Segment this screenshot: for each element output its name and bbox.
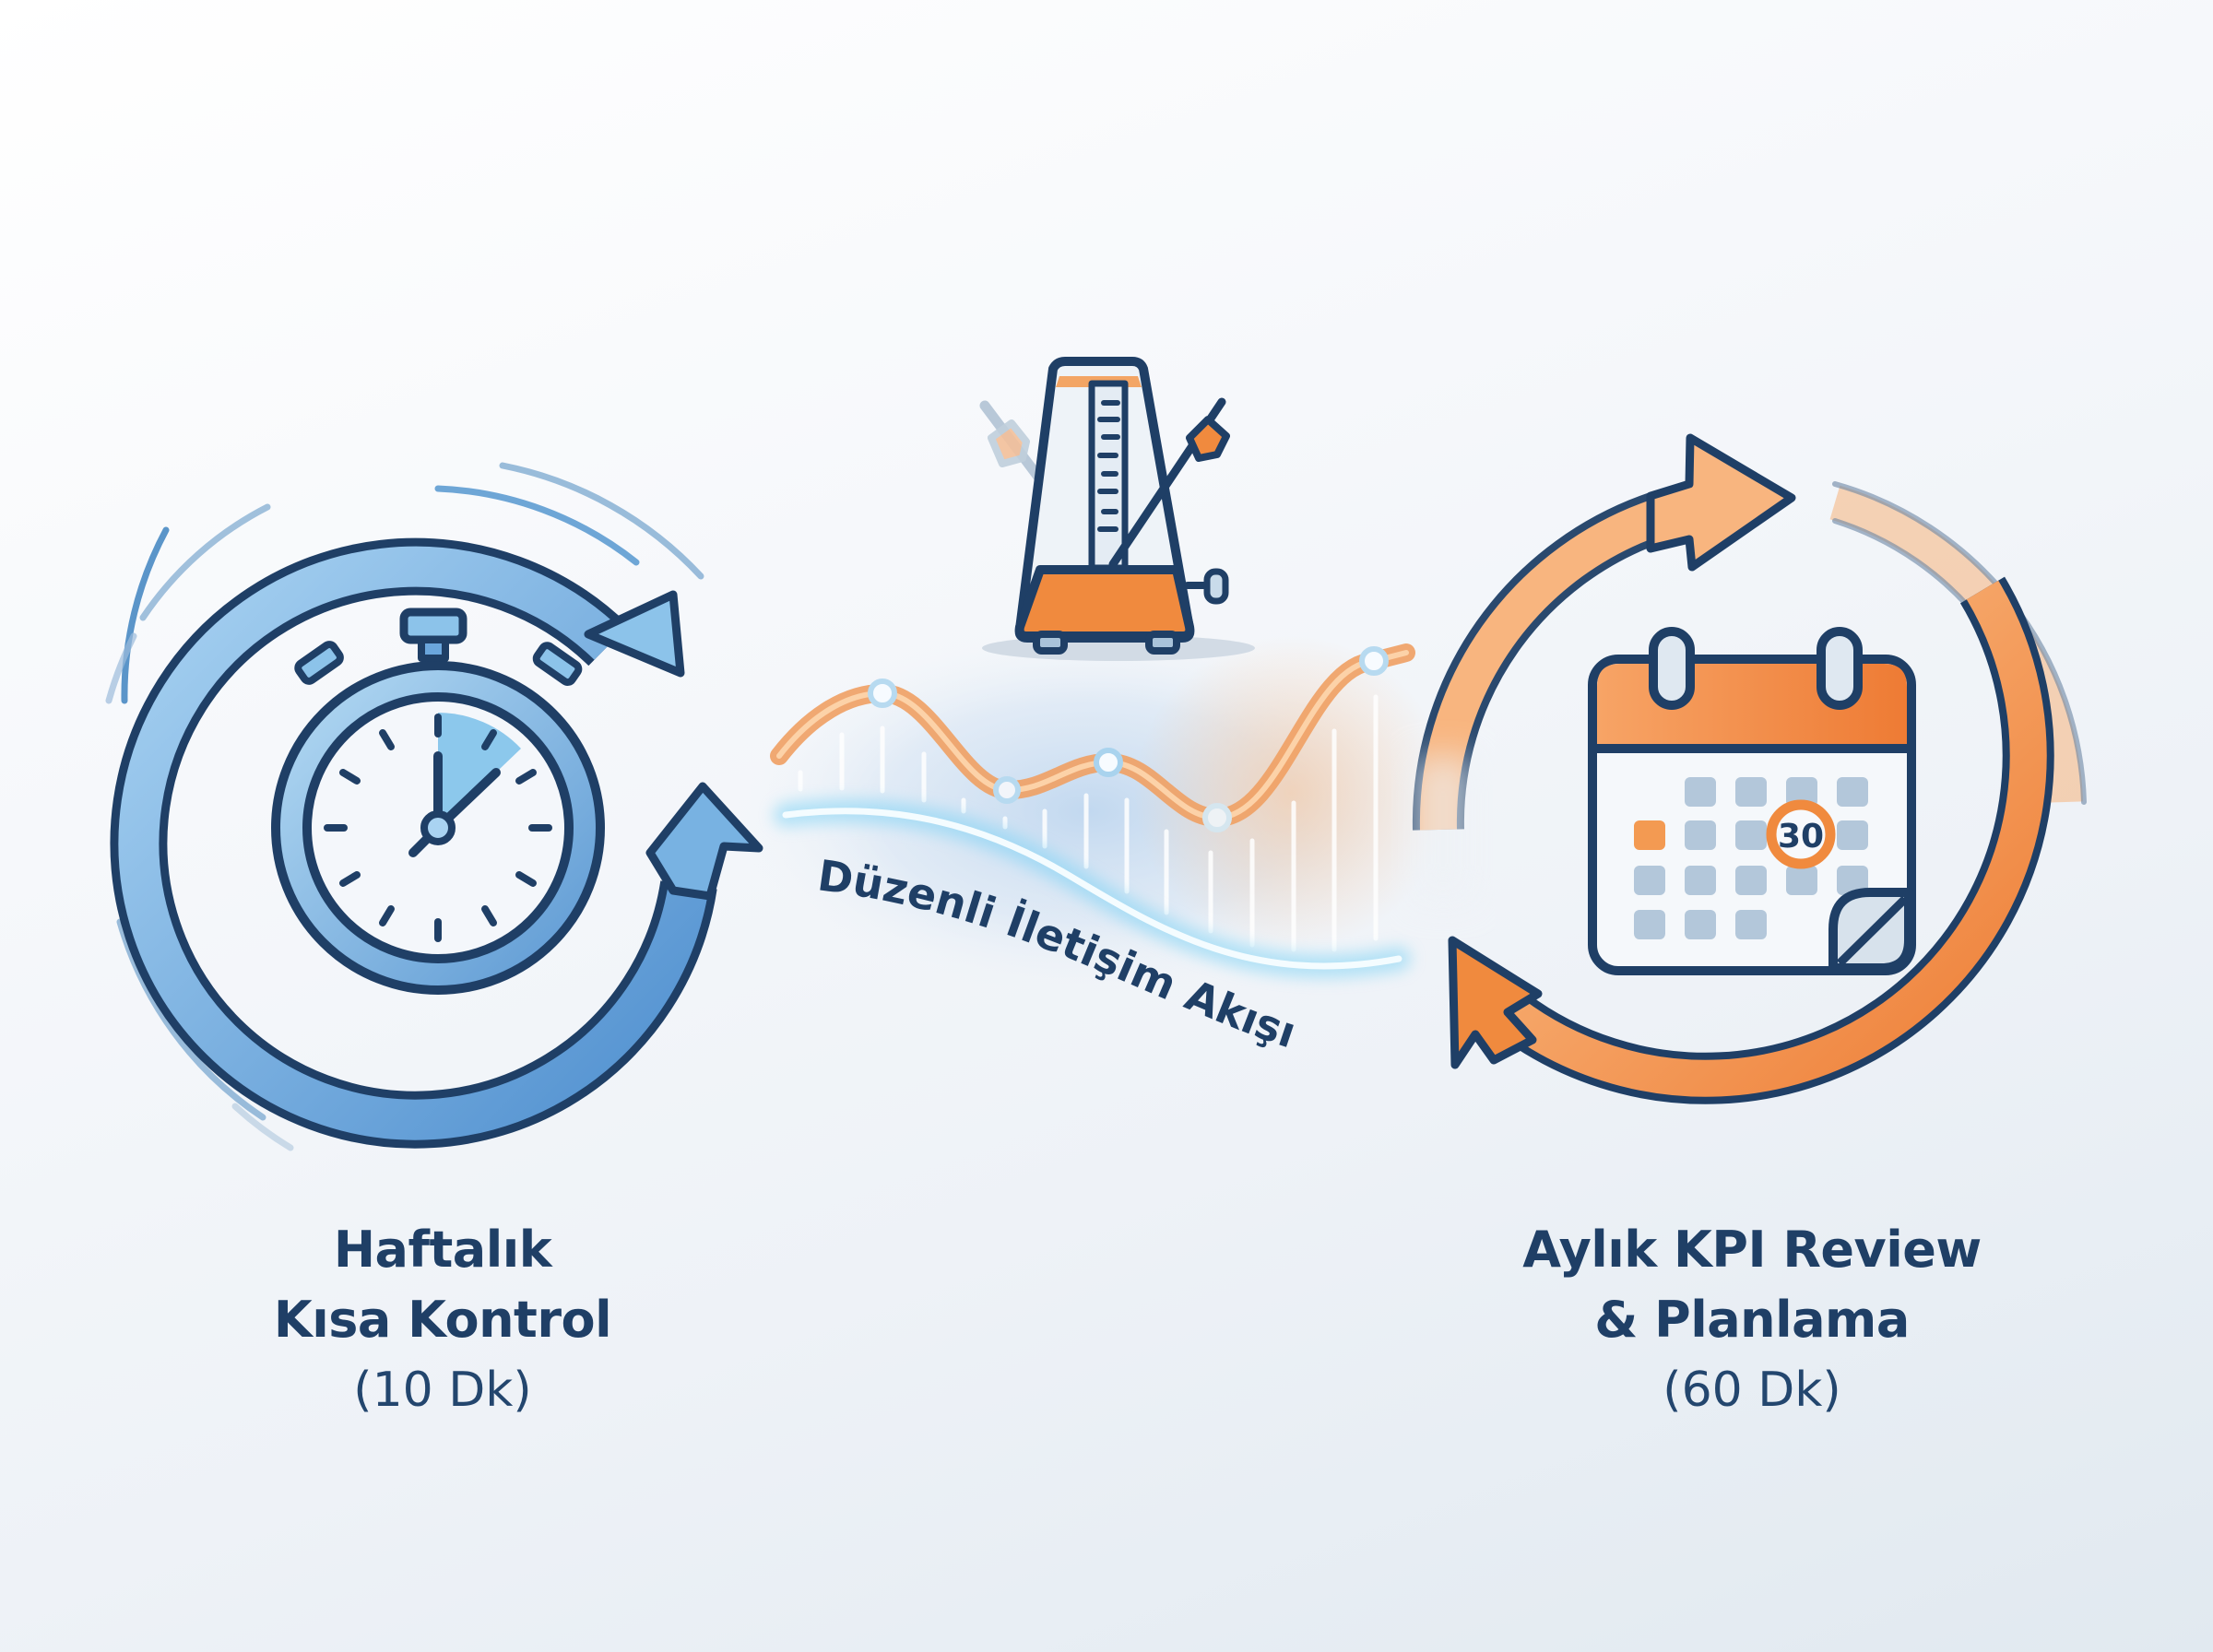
monthly-title-line1: Aylık KPI Review (1522, 1221, 1982, 1279)
weekly-title-line1: Haftalık (333, 1221, 552, 1279)
highlighted-day (1766, 799, 1836, 869)
blue-flow-line (774, 798, 1411, 978)
weekly-duration: (10 Dk) (353, 1363, 532, 1418)
arrow-head-bottom (645, 782, 763, 901)
wave-nodes (868, 646, 1389, 832)
calendar-icon: 30 (1588, 627, 1916, 975)
monthly-review-label: Aylık KPI Review & Planlama (60 Dk) (1420, 1215, 2084, 1425)
stopwatch-icon (271, 608, 605, 995)
weekly-title-line2: Kısa Kontrol (273, 1291, 612, 1349)
monthly-cycle-graphic: 30 (1411, 433, 2087, 1104)
orange-wave-line (770, 643, 1415, 832)
weekly-check-label: Haftalık Kısa Kontrol (10 Dk) (166, 1215, 719, 1425)
metronome-icon (979, 357, 1255, 661)
arrow-head-top (584, 590, 685, 678)
highlighted-day-number: 30 (1778, 818, 1824, 856)
orange-arrow-head-bottom (1448, 936, 1543, 1069)
weekly-cycle-graphic (105, 462, 763, 1151)
signal-bars (798, 694, 1379, 952)
monthly-title-line2: & Planlama (1594, 1291, 1910, 1349)
monthly-duration: (60 Dk) (1663, 1363, 1841, 1418)
orange-arrow-head-top (1646, 433, 1796, 572)
